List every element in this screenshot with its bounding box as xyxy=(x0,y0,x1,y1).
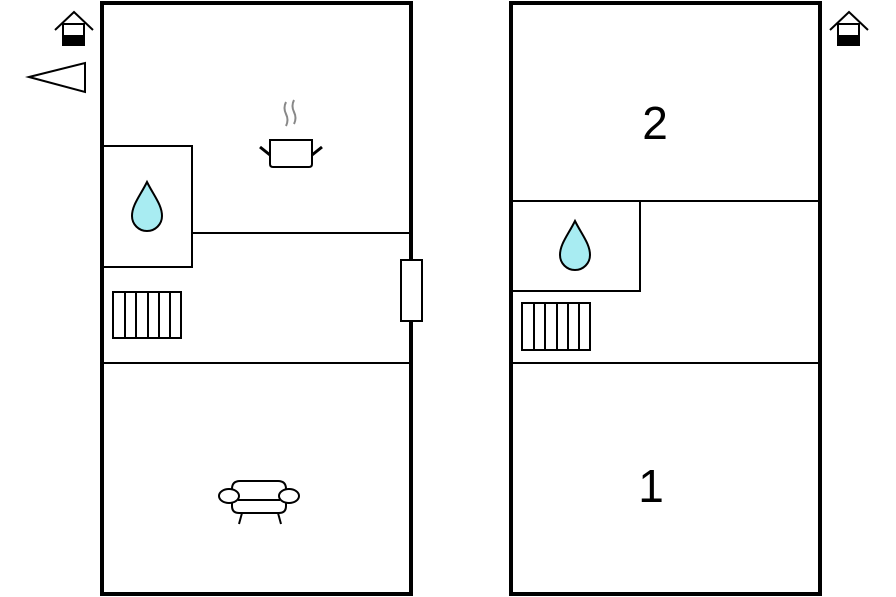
water-drop-icon xyxy=(558,218,592,271)
radiator-icon xyxy=(112,291,182,339)
kitchen-pot-icon xyxy=(259,99,323,168)
floor-plan-right: 2 1 xyxy=(509,1,822,596)
north-arrow-icon xyxy=(25,61,86,94)
floor-plan-left xyxy=(100,1,423,596)
sofa-icon xyxy=(218,480,300,525)
door-icon xyxy=(400,259,423,322)
floor-label-ground: 1 xyxy=(638,460,664,512)
floor-label-upper: 2 xyxy=(642,97,668,149)
radiator-icon xyxy=(521,302,591,351)
house-entrance-icon xyxy=(54,10,94,46)
water-drop-icon xyxy=(130,179,164,232)
house-entrance-icon xyxy=(829,10,869,46)
